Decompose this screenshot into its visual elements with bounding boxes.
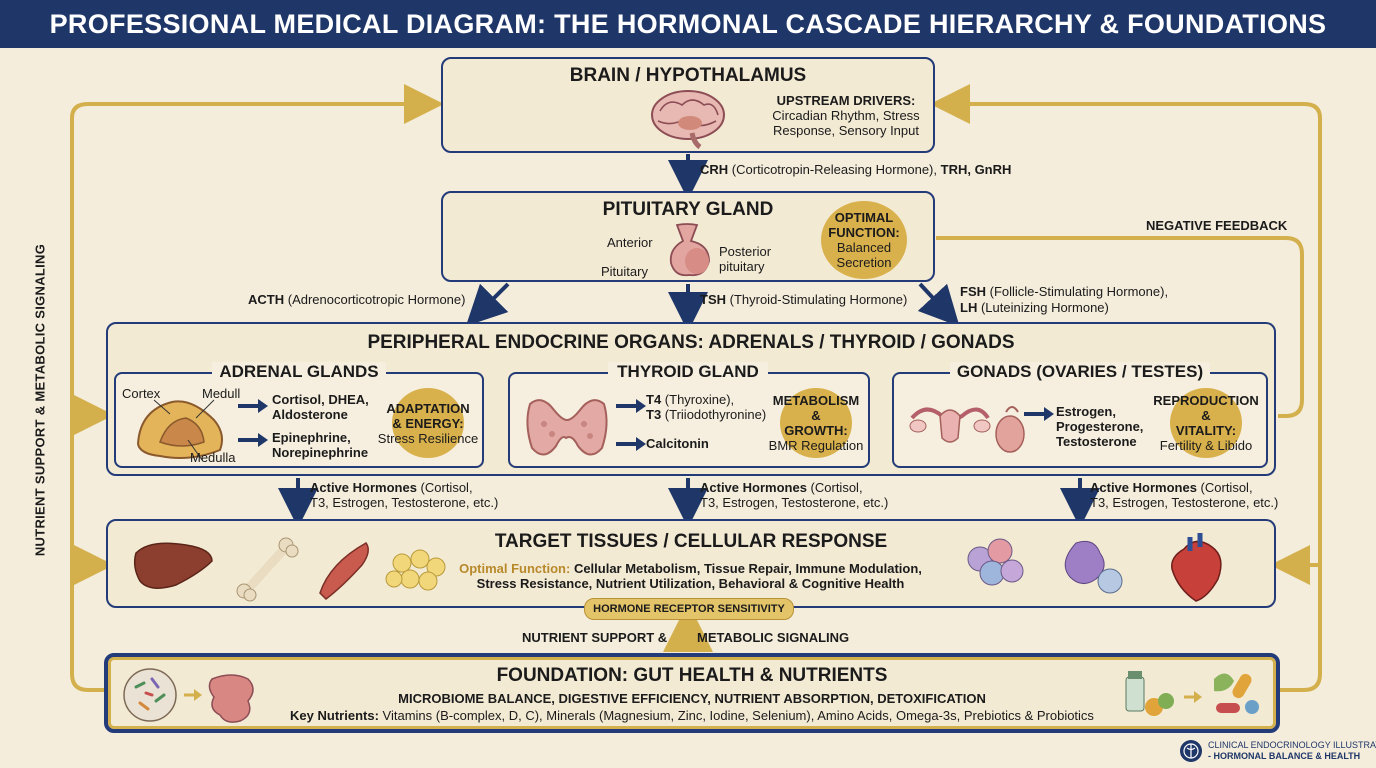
peripheral-title: PERIPHERAL ENDOCRINE ORGANS: ADRENALS / … — [367, 332, 1015, 353]
cascade-arrows — [278, 154, 1100, 528]
adrenal-gland-icon — [136, 399, 223, 461]
optimal-function-circle: OPTIMAL FUNCTION: Balanced Secretion — [821, 201, 907, 279]
medulla-label: Medulla — [190, 450, 236, 465]
active-hormones-label-left: Active Hormones (Cortisol, T3, Estrogen,… — [310, 480, 499, 510]
acth-label: ACTH (Adrenocorticotropic Hormone) — [248, 292, 466, 307]
target-tissues-box: TARGET TISSUES / CELLULAR RESPONSE Optim… — [106, 519, 1276, 608]
upstream-line1: Circadian Rhythm, Stress — [772, 108, 920, 123]
thyroid-title: THYROID GLAND — [608, 362, 768, 382]
upstream-line2: Response, Sensory Input — [773, 123, 919, 138]
adrenal-output-arrows — [238, 399, 268, 447]
foundation-line1: MICROBIOME BALANCE, DIGESTIVE EFFICIENCY… — [398, 691, 986, 706]
adrenal-out1a: Cortisol, DHEA, — [272, 392, 369, 407]
ovaries-testes-icon — [909, 406, 1025, 453]
gonads-out1: Estrogen, — [1056, 404, 1116, 419]
brain-icon — [651, 90, 725, 149]
nutrient-support-left: NUTRIENT SUPPORT & — [522, 630, 668, 645]
fsh-lh-label: FSH (Follicle-Stimulating Hormone), LH (… — [960, 284, 1169, 315]
gonads-out2: Progesterone, — [1056, 419, 1144, 434]
active-hormones-label-right: Active Hormones (Cortisol, T3, Estrogen,… — [1090, 480, 1279, 510]
posterior-label2: pituitary — [719, 259, 765, 274]
target-line1: Optimal Function: Cellular Metabolism, T… — [459, 561, 922, 576]
tissue-icons-left — [133, 537, 446, 602]
pituitary-icon — [669, 223, 710, 277]
brain-title: BRAIN / HYPOTHALAMUS — [569, 65, 807, 86]
foundation-box: FOUNDATION: GUT HEALTH & NUTRIENTS MICRO… — [104, 653, 1280, 733]
adrenal-title: ADRENAL GLANDS — [212, 362, 386, 382]
nutrients-icon — [1125, 671, 1259, 716]
pituitary-title: PITUITARY GLAND — [602, 199, 774, 220]
page-title: PROFESSIONAL MEDICAL DIAGRAM: THE HORMON… — [0, 0, 1376, 48]
negative-feedback-label: NEGATIVE FEEDBACK — [1146, 218, 1288, 233]
left-support-loop — [70, 84, 444, 692]
reproduction-circle: REPRODUCTION & VITALITY: Fertility & Lib… — [1153, 388, 1259, 458]
target-title: TARGET TISSUES / CELLULAR RESPONSE — [494, 531, 888, 552]
active-hormones-label-center: Active Hormones (Cortisol, T3, Estrogen,… — [700, 480, 889, 510]
gut-microbiome-icon — [123, 668, 254, 723]
brain-hypothalamus-box: BRAIN / HYPOTHALAMUS UPSTREAM DRIVERS: C… — [441, 57, 935, 153]
nutrient-support-right: METABOLIC SIGNALING — [697, 630, 850, 645]
tsh-label: TSH (Thyroid-Stimulating Hormone) — [700, 292, 908, 307]
tissue-icons-right — [967, 533, 1222, 602]
foundation-key-nutrients: Key Nutrients: Vitamins (B-complex, D, C… — [290, 708, 1094, 723]
gonads-title: GONADS (OVARIES / TESTES) — [950, 362, 1210, 382]
gonads-out3: Testosterone — [1056, 434, 1137, 449]
adrenal-out1b: Aldosterone — [272, 407, 348, 422]
posterior-label1: Posterior — [719, 244, 772, 259]
t3-line: T3 (Triiodothyronine) — [646, 407, 767, 422]
t4-line: T4 (Thyroxine), — [646, 392, 735, 407]
right-feedback-loop — [930, 84, 1322, 692]
pituitary-box: PITUITARY GLAND Anterior Pituitary Poste… — [441, 191, 935, 282]
cortex-label: Cortex — [122, 386, 161, 401]
crh-label: CRH (Corticotropin-Releasing Hormone), T… — [700, 162, 1012, 177]
receptor-sensitivity-badge: HORMONE RECEPTOR SENSITIVITY — [584, 598, 794, 620]
thyroid-output-arrows — [616, 399, 646, 451]
adrenal-glands-box: Cortex Medull Medulla Cortisol, DHEA, Al… — [114, 372, 484, 468]
gonads-output-arrow — [1024, 407, 1054, 421]
footer-text: CLINICAL ENDOCRINOLOGY ILLUSTRATION - HO… — [1208, 740, 1376, 761]
gonads-box: Estrogen, Progesterone, Testosterone REP… — [892, 372, 1268, 468]
calcitonin-label: Calcitonin — [646, 436, 709, 451]
metabolism-circle: METABOLISM & GROWTH: BMR Regulation — [769, 388, 863, 458]
adrenal-out2b: Norepinephrine — [272, 445, 369, 460]
foundation-title: FOUNDATION: GUT HEALTH & NUTRIENTS — [496, 665, 888, 686]
adaptation-circle: ADAPTATION & ENERGY: Stress Resilience — [378, 388, 478, 458]
footer-seal-icon — [1180, 740, 1202, 762]
anterior-label: Anterior — [607, 235, 653, 250]
upstream-title: UPSTREAM DRIVERS: — [776, 93, 916, 108]
target-line2: Stress Resistance, Nutrient Utilization,… — [476, 576, 905, 591]
medull-label: Medull — [202, 386, 241, 401]
thyroid-gland-box: T4 (Thyroxine), T3 (Triiodothyronine) Ca… — [508, 372, 870, 468]
pituitary-label: Pituitary — [601, 264, 648, 279]
adrenal-out2a: Epinephrine, — [272, 430, 351, 445]
thyroid-icon — [526, 399, 608, 456]
